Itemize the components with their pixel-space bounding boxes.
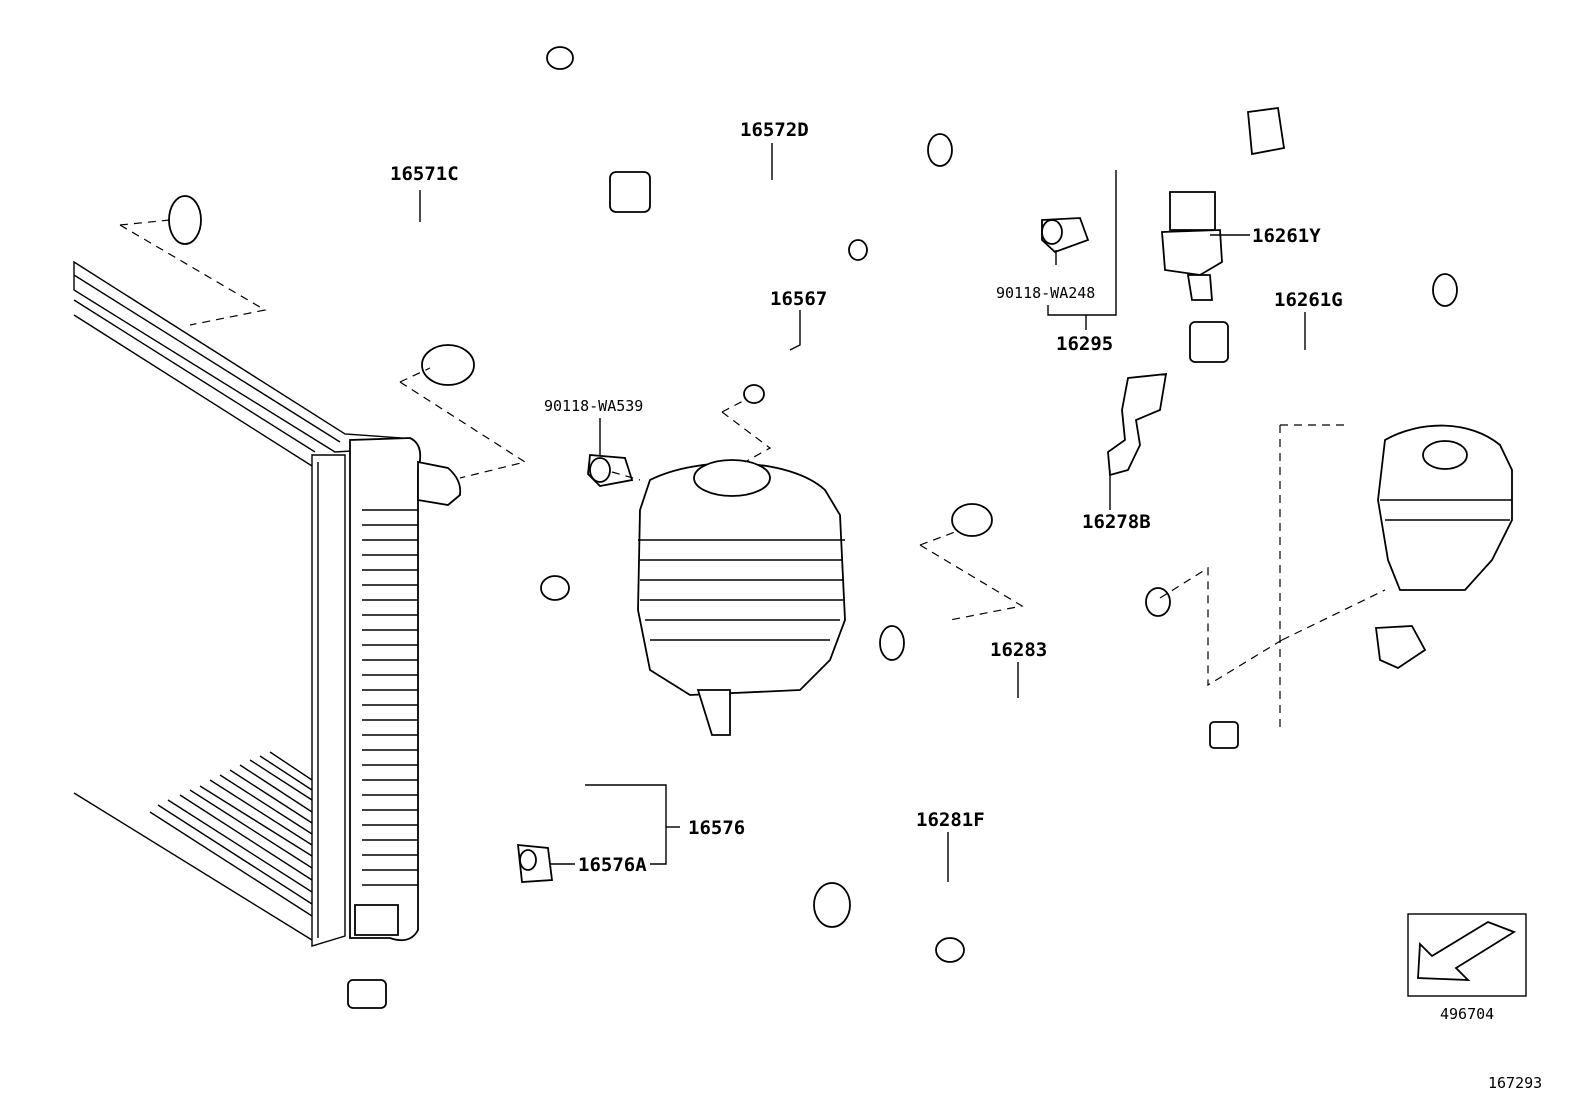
- hose-16572D: [421, 133, 975, 386]
- front-direction-arrow-icon: [1417, 921, 1517, 981]
- leader-lines: [419, 143, 1306, 882]
- hose-16576: [347, 575, 578, 1033]
- hose-16295: [910, 106, 1286, 537]
- label-16281F: 16281F: [916, 809, 985, 831]
- label-16567: 16567: [770, 288, 827, 310]
- label-16576A: 16576A: [578, 854, 647, 876]
- label-16283: 16283: [990, 639, 1047, 661]
- hose-16283: [879, 587, 1171, 714]
- valve-16261Y: [1161, 191, 1223, 301]
- illustration-number: 167293: [1488, 1074, 1542, 1092]
- label-16261Y: 16261Y: [1252, 225, 1321, 247]
- clip-90118-WA539: [587, 454, 634, 487]
- hose-16261G: [1189, 273, 1458, 387]
- tank-ribs: [362, 509, 418, 886]
- label-16278B: 16278B: [1082, 511, 1151, 533]
- connection-dashes: [119, 219, 1386, 730]
- label-16572D: 16572D: [740, 119, 809, 141]
- radiator-fins: [149, 751, 313, 917]
- hose-16567: [743, 239, 924, 404]
- hose-16571C: [168, 46, 651, 251]
- label-16576: 16576: [688, 817, 745, 839]
- front-direction-box: 496704: [1407, 913, 1527, 1023]
- label-16571C: 16571C: [390, 163, 459, 185]
- label-90118-WA248: 90118-WA248: [996, 284, 1095, 302]
- label-90118-WA539: 90118-WA539: [544, 397, 643, 415]
- bracket-16278B: [1107, 372, 1168, 477]
- reservoir-tank: [1377, 424, 1513, 591]
- clip-90118-WA248: [1041, 217, 1090, 254]
- clamp-16576A: [516, 843, 554, 883]
- direction-box-code: 496704: [1440, 1005, 1494, 1023]
- label-16295: 16295: [1056, 333, 1113, 355]
- label-16261G: 16261G: [1274, 289, 1343, 311]
- hose-16281F: [813, 625, 1427, 965]
- radiator: [73, 260, 462, 947]
- expansion-tank: [637, 459, 846, 736]
